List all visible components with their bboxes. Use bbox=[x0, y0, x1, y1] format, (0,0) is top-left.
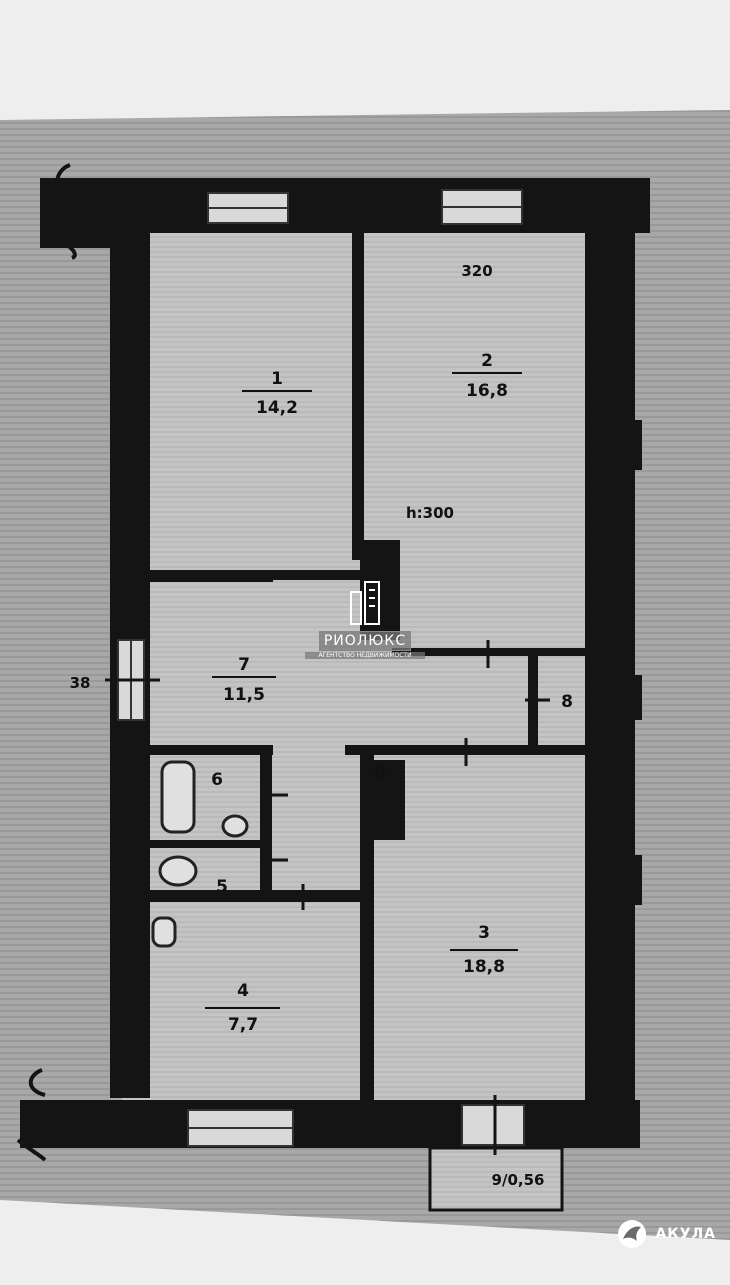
room-2-area: 16,8 bbox=[466, 381, 508, 401]
wall-length-label: 38 bbox=[70, 674, 91, 692]
outer-walls bbox=[20, 178, 650, 1148]
shark-icon bbox=[618, 1220, 647, 1248]
brand-logo: АКУЛА bbox=[617, 1219, 716, 1249]
brand-name: АКУЛА bbox=[655, 1226, 716, 1242]
height-label: h:300 bbox=[406, 504, 454, 522]
building-icon bbox=[350, 581, 380, 625]
window-lines bbox=[130, 206, 522, 1129]
left-bottom-bracket-icon bbox=[16, 1068, 47, 1162]
sink-icon bbox=[221, 814, 249, 838]
room-1-area: 14,2 bbox=[256, 398, 298, 418]
balcony bbox=[428, 1146, 564, 1212]
toilet-icon bbox=[158, 855, 198, 887]
room-3-area: 18,8 bbox=[463, 957, 505, 977]
room-7-number: 7 bbox=[238, 655, 250, 675]
room-4-area: 7,7 bbox=[228, 1015, 258, 1035]
ceiling-height-label: 320 bbox=[461, 262, 492, 280]
watermark-subtitle: АГЕНТСТВО НЕДВИЖИМОСТИ bbox=[305, 652, 425, 659]
watermark-title: РИОЛЮКС bbox=[318, 631, 412, 651]
room-5-number: 5 bbox=[216, 877, 228, 897]
balcony-label: 9/0,56 bbox=[492, 1171, 545, 1189]
room-2-number: 2 bbox=[481, 351, 493, 371]
room-3-number: 3 bbox=[478, 923, 490, 943]
room-6-number: 6 bbox=[211, 770, 223, 790]
balcony-door bbox=[461, 1104, 525, 1146]
door-marks bbox=[105, 640, 550, 1155]
room-7-area: 11,5 bbox=[223, 685, 265, 705]
stove-icon bbox=[151, 916, 177, 948]
left-top-bracket-icon bbox=[55, 163, 77, 260]
agency-watermark: РИОЛЮКС АГЕНТСТВО НЕДВИЖИМОСТИ bbox=[305, 578, 425, 688]
room-8-number: 8 bbox=[561, 692, 573, 712]
room-1-number: 1 bbox=[271, 369, 283, 389]
room-9-number: 9 bbox=[374, 763, 386, 783]
bathtub-icon bbox=[160, 760, 196, 834]
room-4-number: 4 bbox=[237, 981, 249, 1001]
